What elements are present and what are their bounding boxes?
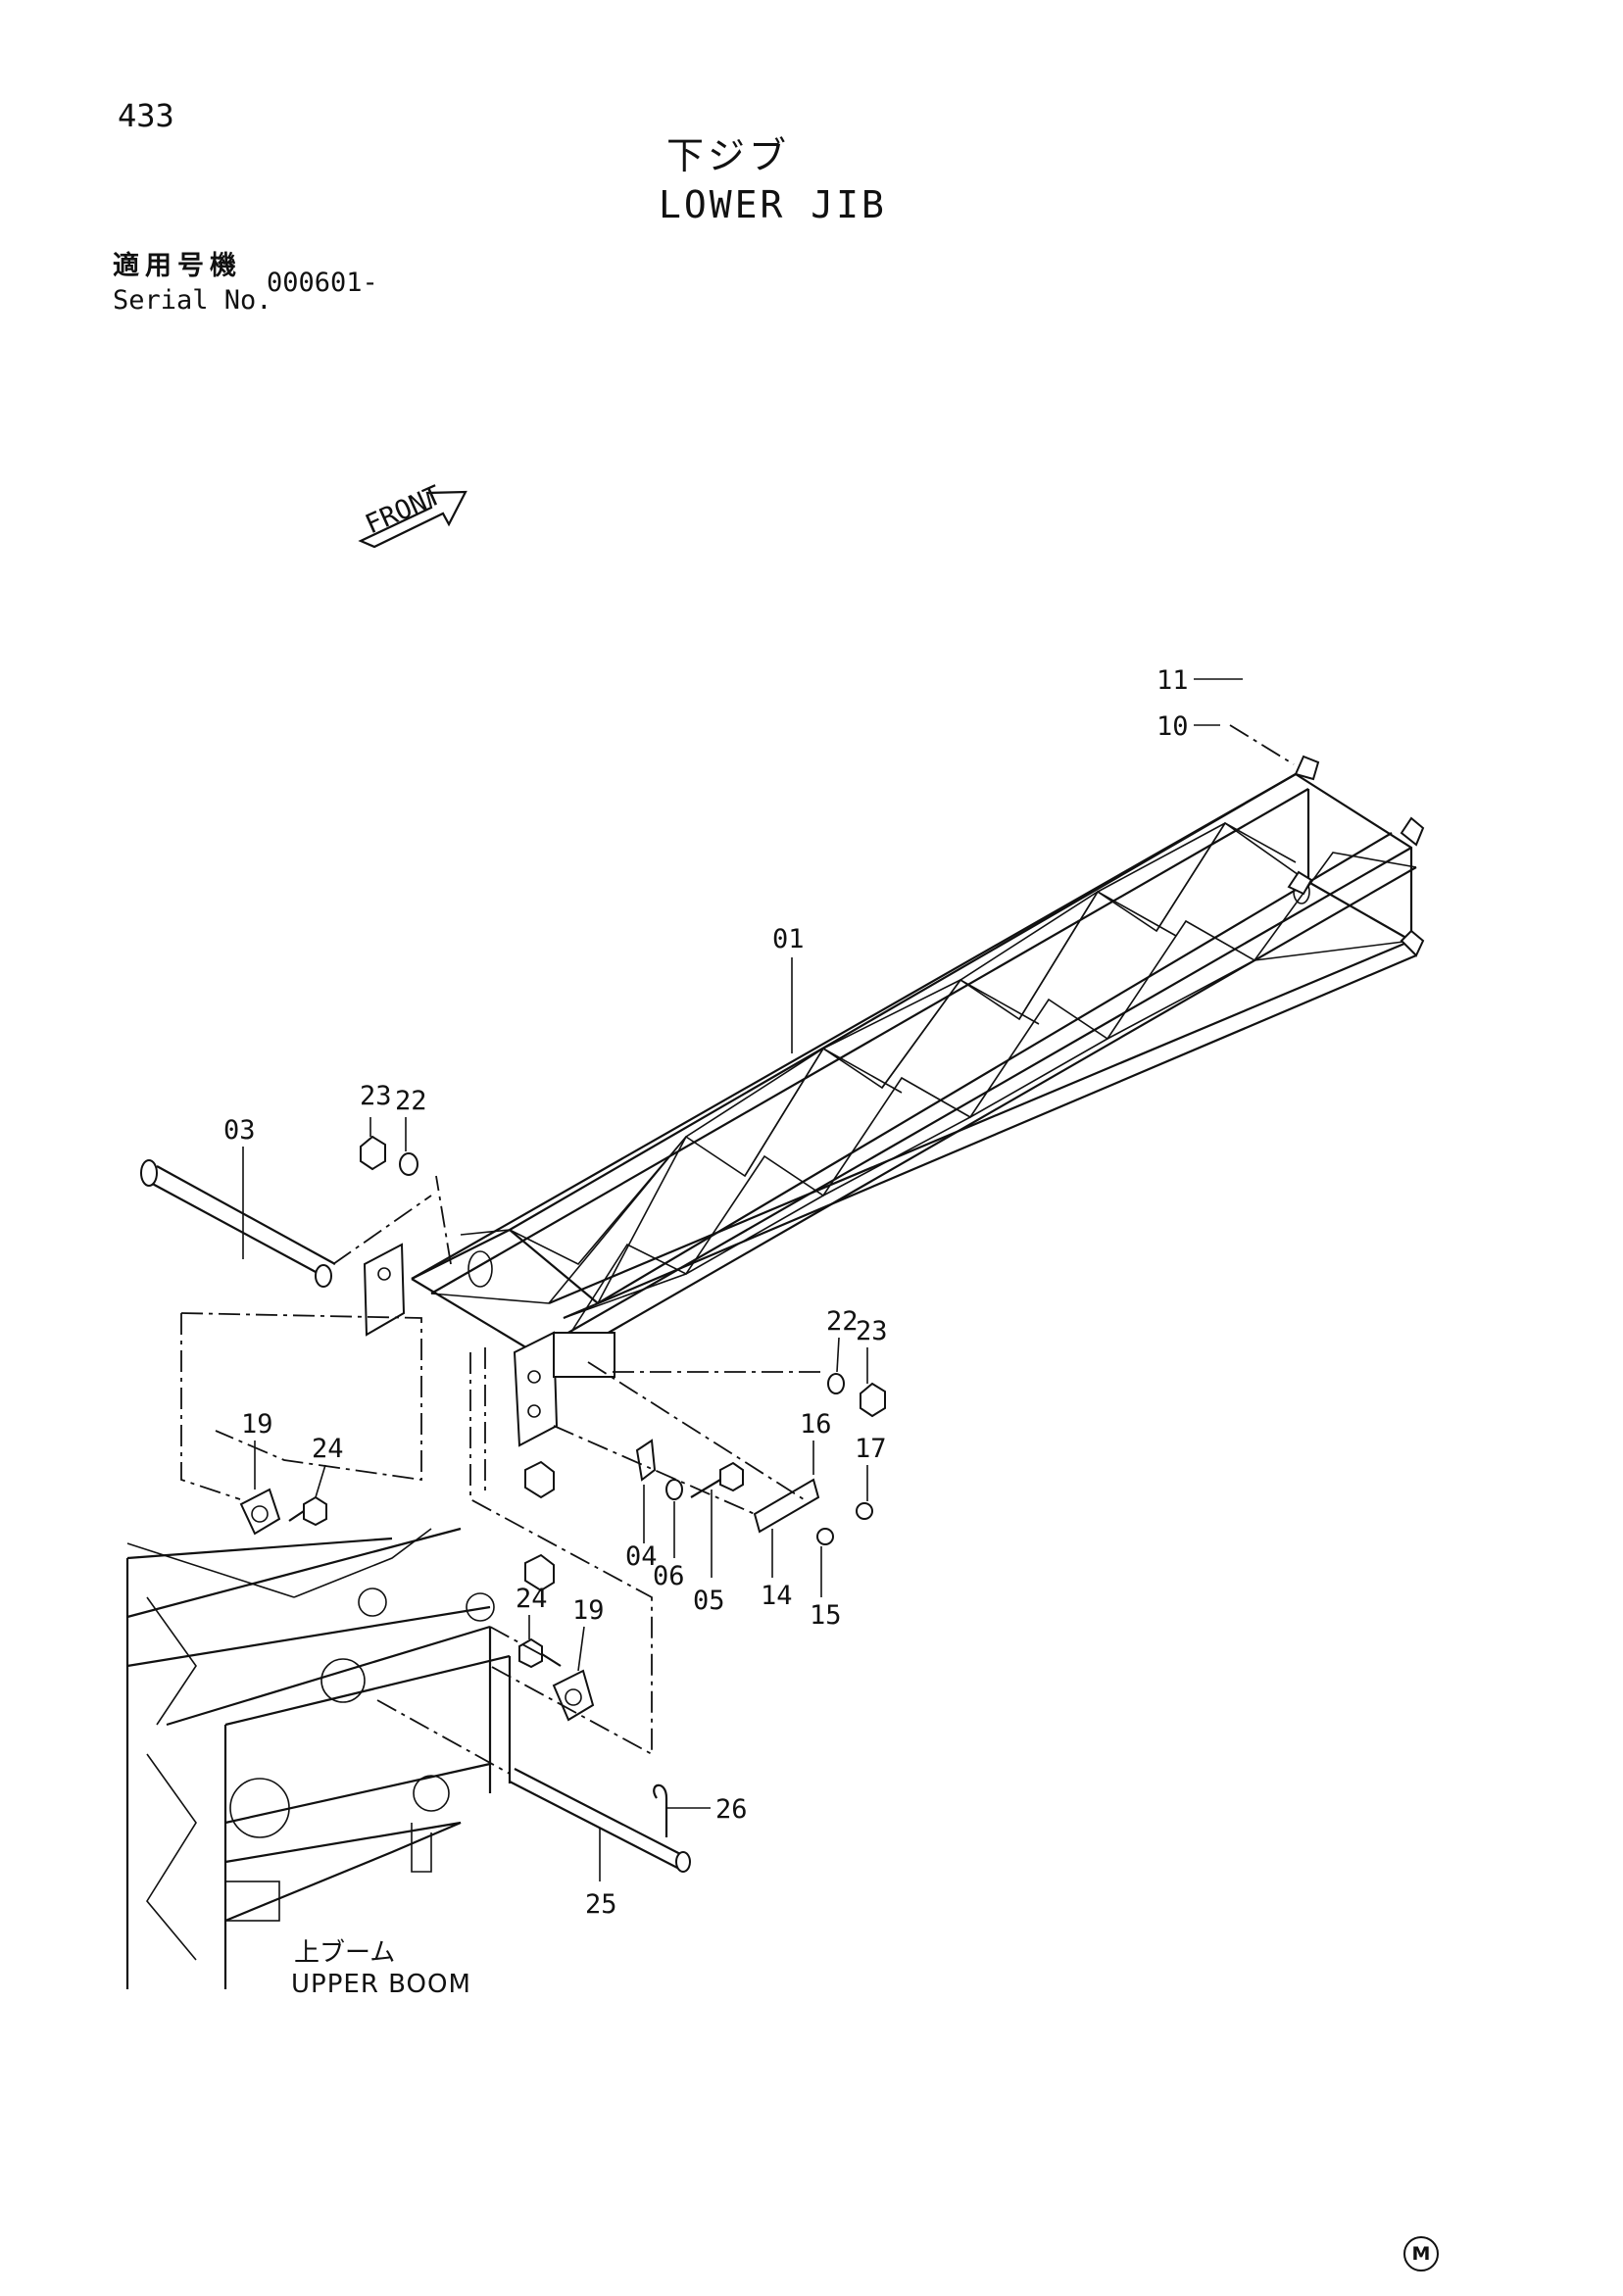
callout-22-right: 22	[826, 1306, 859, 1337]
pin-and-clip	[509, 1768, 691, 1873]
upper-boom-label-japanese: 上ブーム	[294, 1938, 396, 1968]
bolts	[288, 1495, 562, 1669]
nut-washer-group	[360, 1135, 886, 1592]
callout-26: 26	[715, 1794, 748, 1825]
upper-boom-structure	[125, 1527, 512, 1989]
callout-01: 01	[772, 924, 805, 954]
callout-14: 14	[761, 1581, 793, 1611]
callout-03: 03	[223, 1115, 256, 1146]
callout-19-left: 19	[241, 1409, 273, 1440]
serial-number-value: 000601-	[267, 268, 378, 298]
upper-boom-label: UPPER BOOM	[291, 1970, 471, 1999]
page-title: LOWER JIB	[659, 183, 887, 226]
jib-tip-lugs	[1287, 755, 1425, 957]
callout-17: 17	[855, 1434, 887, 1464]
callout-23-right: 23	[856, 1316, 888, 1346]
callout-10: 10	[1156, 711, 1189, 742]
callout-25: 25	[585, 1889, 617, 1920]
callout-11: 11	[1156, 665, 1189, 696]
callout-24-right: 24	[516, 1584, 548, 1614]
small-fasteners	[635, 1439, 873, 1545]
serial-label: Serial No.	[113, 285, 272, 316]
callout-05: 05	[693, 1586, 725, 1616]
circled-m-mark: M	[1403, 2236, 1439, 2272]
lattice-jib-frame	[411, 773, 1417, 1368]
callout-15: 15	[810, 1600, 842, 1631]
assembly-phantom-lines	[180, 724, 1295, 1775]
jib-foot-plates	[363, 1243, 615, 1447]
callout-06: 06	[653, 1561, 685, 1591]
page-title-japanese: 下ジブ	[666, 134, 791, 177]
callout-22-top: 22	[395, 1086, 427, 1116]
callout-24-left: 24	[312, 1434, 344, 1464]
serial-label-japanese: 適用号機	[113, 251, 242, 281]
pin-plates	[239, 1488, 595, 1722]
callout-labels: 01 03 04 05 06 10 11 14 15 16 17 19 19 2…	[223, 665, 1189, 1920]
callout-04: 04	[625, 1541, 658, 1572]
callout-23-top: 23	[360, 1081, 392, 1111]
callout-16: 16	[800, 1409, 832, 1440]
callout-19-right: 19	[572, 1595, 605, 1626]
front-arrow-icon: FRONT	[358, 480, 467, 549]
page-number: 433	[118, 97, 174, 134]
callout-leaders	[242, 678, 1243, 1881]
foot-pin	[140, 1159, 336, 1288]
front-arrow-label: FRONT	[361, 480, 446, 540]
